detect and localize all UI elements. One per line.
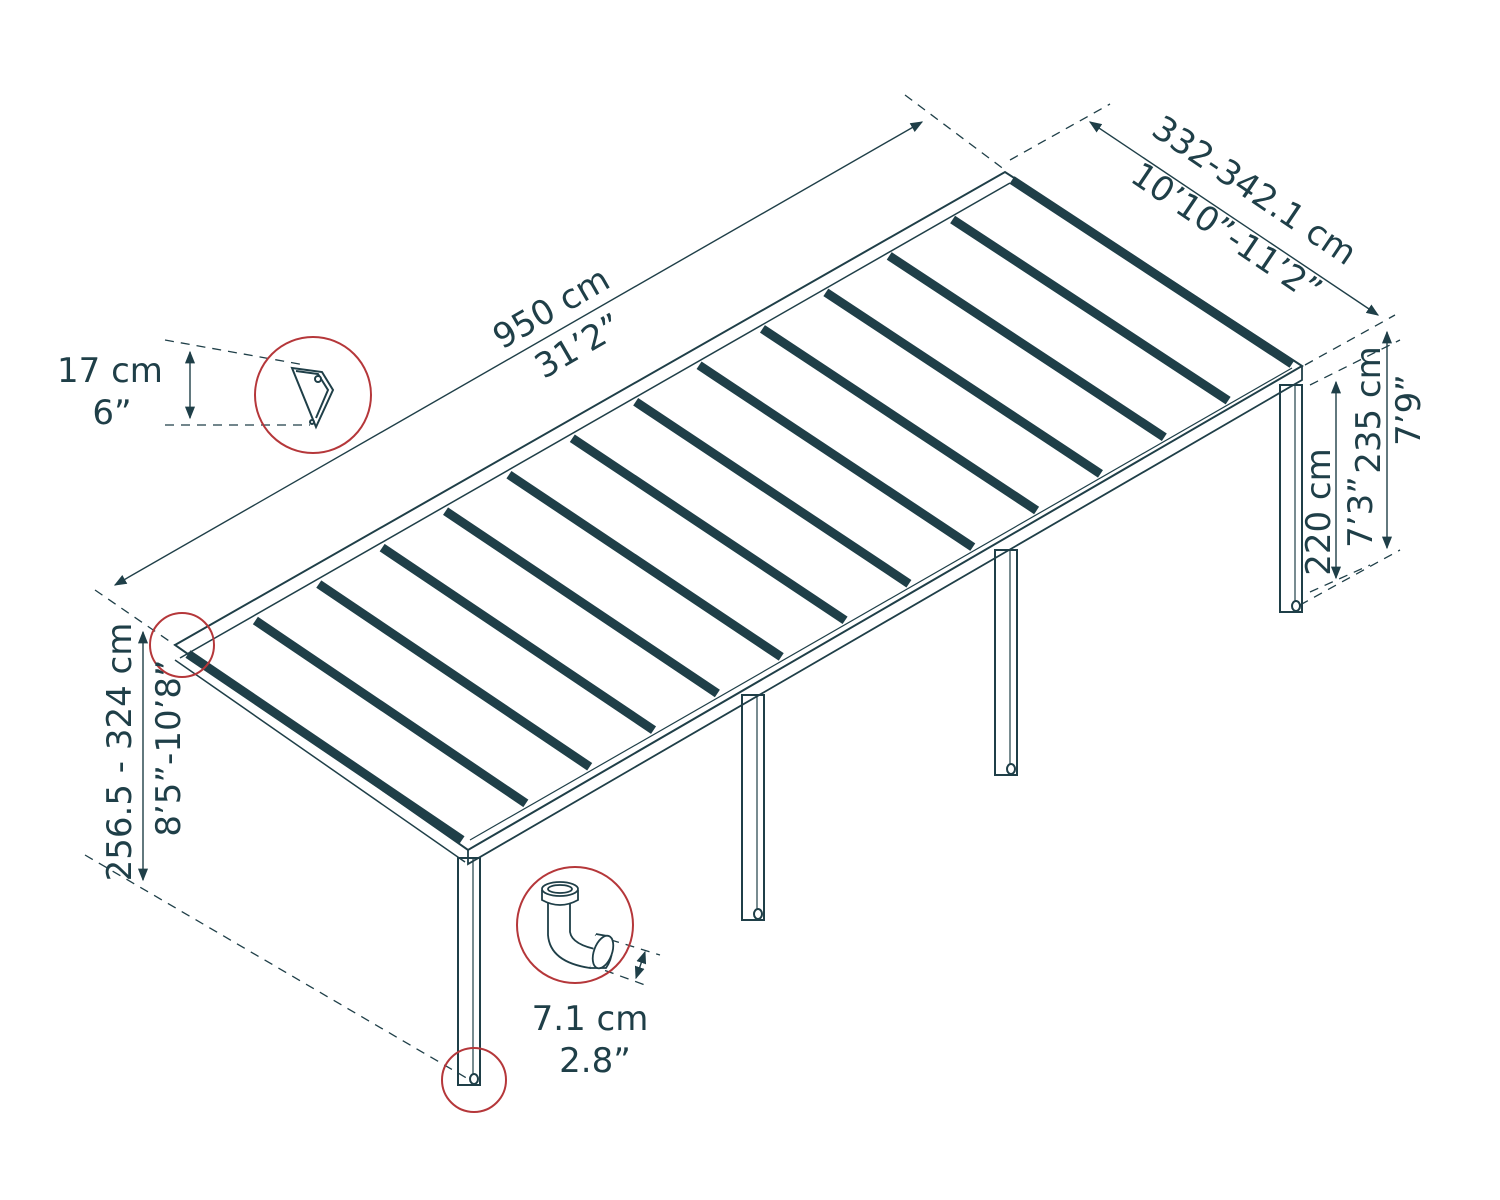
gutter-detail-circle	[254, 336, 372, 454]
posts	[457, 384, 1303, 1086]
gutter-height-metric-label: 17 cm	[57, 351, 163, 391]
post	[457, 857, 481, 1086]
front-clearance-imperial-label: 7’3”	[1341, 476, 1381, 548]
gutter-detail	[254, 336, 372, 454]
left-side-beam-edge	[174, 659, 466, 863]
front-height-metric-label: 235 cm	[1349, 346, 1389, 474]
post-base-detail-circle	[441, 1047, 507, 1113]
post	[741, 694, 765, 921]
gutter-profile-icon	[290, 366, 335, 430]
wall-bracket-detail-circle	[149, 612, 215, 678]
post	[994, 549, 1018, 776]
post	[1279, 384, 1303, 613]
roof-frame	[173, 170, 1304, 866]
dimension-arrows	[113, 121, 1393, 980]
rafter-edge-left	[185, 650, 465, 844]
downpipe-detail-circle	[516, 866, 634, 984]
downpipe-elbow-icon	[541, 881, 615, 970]
length-dimension-line	[113, 121, 924, 586]
downpipe-metric-label: 7.1 cm	[532, 999, 649, 1039]
rafter	[886, 252, 1167, 441]
front-height-imperial-label: 7’9”	[1389, 374, 1429, 446]
front-clearance-metric-label: 220 cm	[1299, 448, 1339, 576]
downpipe-detail	[516, 866, 634, 984]
rafter	[316, 580, 593, 771]
downpipe-imperial-label: 2.8”	[559, 1041, 631, 1081]
back-height-imperial-label: 8’5”-10’8”	[149, 659, 189, 836]
rafter	[252, 616, 529, 808]
front-beam	[467, 366, 1303, 866]
width-dimension-line	[1088, 121, 1380, 316]
gutter-height-imperial-label: 6”	[92, 393, 131, 433]
downpipe-dimension-line	[634, 950, 647, 980]
back-height-metric-label: 256.5 - 324 cm	[100, 623, 140, 882]
